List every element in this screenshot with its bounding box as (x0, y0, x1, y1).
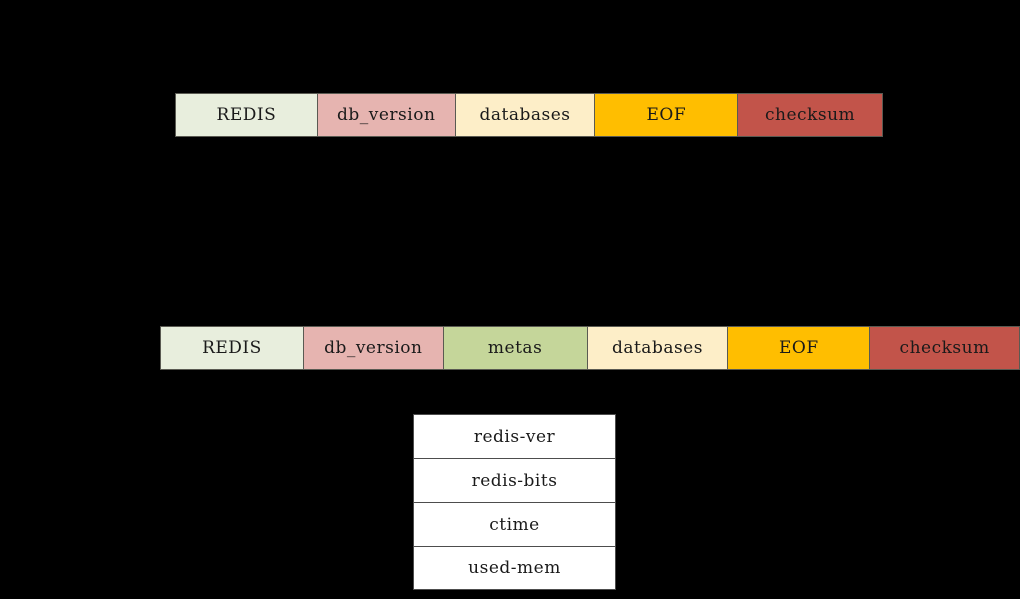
segment-redis: REDIS (161, 327, 304, 369)
metas-field-used-mem: used-mem (413, 546, 616, 590)
segment-eof: EOF (728, 327, 871, 369)
metas-field-redis-ver: redis-ver (413, 414, 616, 458)
segment-checksum: checksum (738, 94, 882, 136)
metas-field-redis-bits: redis-bits (413, 458, 616, 502)
segment-checksum: checksum (870, 327, 1020, 369)
segment-redis: REDIS (176, 94, 318, 136)
segment-databases: databases (587, 327, 729, 369)
metas-field-ctime: ctime (413, 502, 616, 546)
segment-databases: databases (455, 94, 596, 136)
segment-db-version: db_version (317, 94, 456, 136)
segment-db-version: db_version (303, 327, 444, 369)
segment-eof: EOF (595, 94, 739, 136)
segment-metas: metas (443, 327, 588, 369)
